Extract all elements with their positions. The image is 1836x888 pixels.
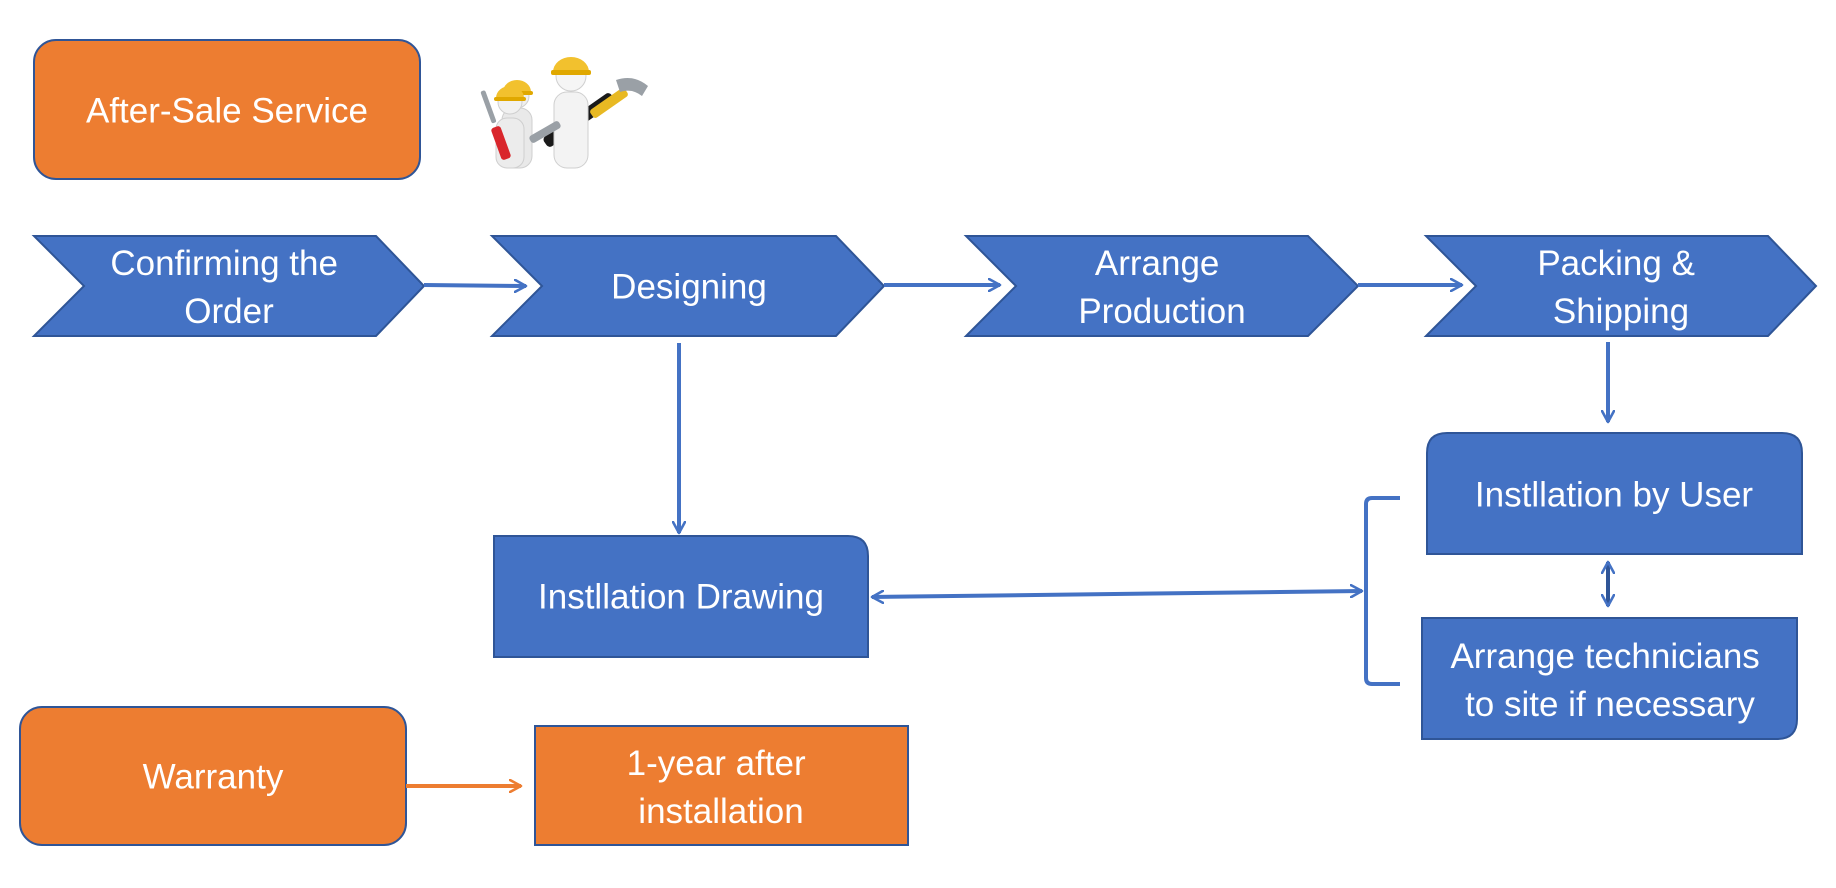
step-label-line: Order xyxy=(184,292,274,331)
warranty-label: Warranty xyxy=(143,758,284,797)
warranty-term-line: installation xyxy=(638,792,803,831)
svg-text:1-year after installatio: 1-year after installation xyxy=(627,744,816,831)
step-designing: Designing xyxy=(489,235,886,337)
warranty-term-box: 1-year after installation xyxy=(534,725,909,846)
step-packing-shipping: Packing & Shipping xyxy=(1423,235,1818,337)
svg-text:Arrange technicians to s: Arrange technicians to site if necessary xyxy=(1450,637,1769,724)
warranty-box: Warranty xyxy=(19,706,407,846)
arrow-order-to-designing xyxy=(423,285,526,286)
step-label-line: Designing xyxy=(611,268,767,307)
step-confirming-the-order: Confirming the Order xyxy=(31,235,426,337)
installation-drawing-label: Instllation Drawing xyxy=(538,578,824,617)
installation-options-bracket xyxy=(1364,496,1400,686)
svg-text:Arrange Production: Arrange Production xyxy=(1078,244,1245,331)
arrow-drawing-to-installation-options xyxy=(872,591,1362,597)
svg-text:Confirming the Order: Confirming the Order xyxy=(110,244,347,331)
warranty-term-line: 1-year after xyxy=(627,744,806,783)
step-label-line: Packing & xyxy=(1537,244,1695,283)
step-label-line: Production xyxy=(1078,292,1245,331)
technicians-label-line: Arrange technicians xyxy=(1450,637,1759,676)
after-sale-service-title: After-Sale Service xyxy=(86,92,368,131)
installation-drawing-box: Instllation Drawing xyxy=(493,535,869,658)
arrange-technicians-box: Arrange technicians to site if necessary xyxy=(1421,617,1798,740)
installation-by-user-box: Instllation by User xyxy=(1426,432,1803,555)
technicians-label-line: to site if necessary xyxy=(1465,685,1755,724)
step-label-line: Confirming the xyxy=(110,244,338,283)
step-label-line: Arrange xyxy=(1095,244,1220,283)
worker-team-with-tools-icon xyxy=(480,57,648,169)
installation-by-user-label: Instllation by User xyxy=(1475,476,1754,515)
step-arrange-production: Arrange Production xyxy=(963,235,1360,337)
svg-text:Packing & Shipping: Packing & Shipping xyxy=(1537,244,1704,331)
after-sale-service-box: After-Sale Service xyxy=(33,39,421,180)
step-label-line: Shipping xyxy=(1553,292,1689,331)
